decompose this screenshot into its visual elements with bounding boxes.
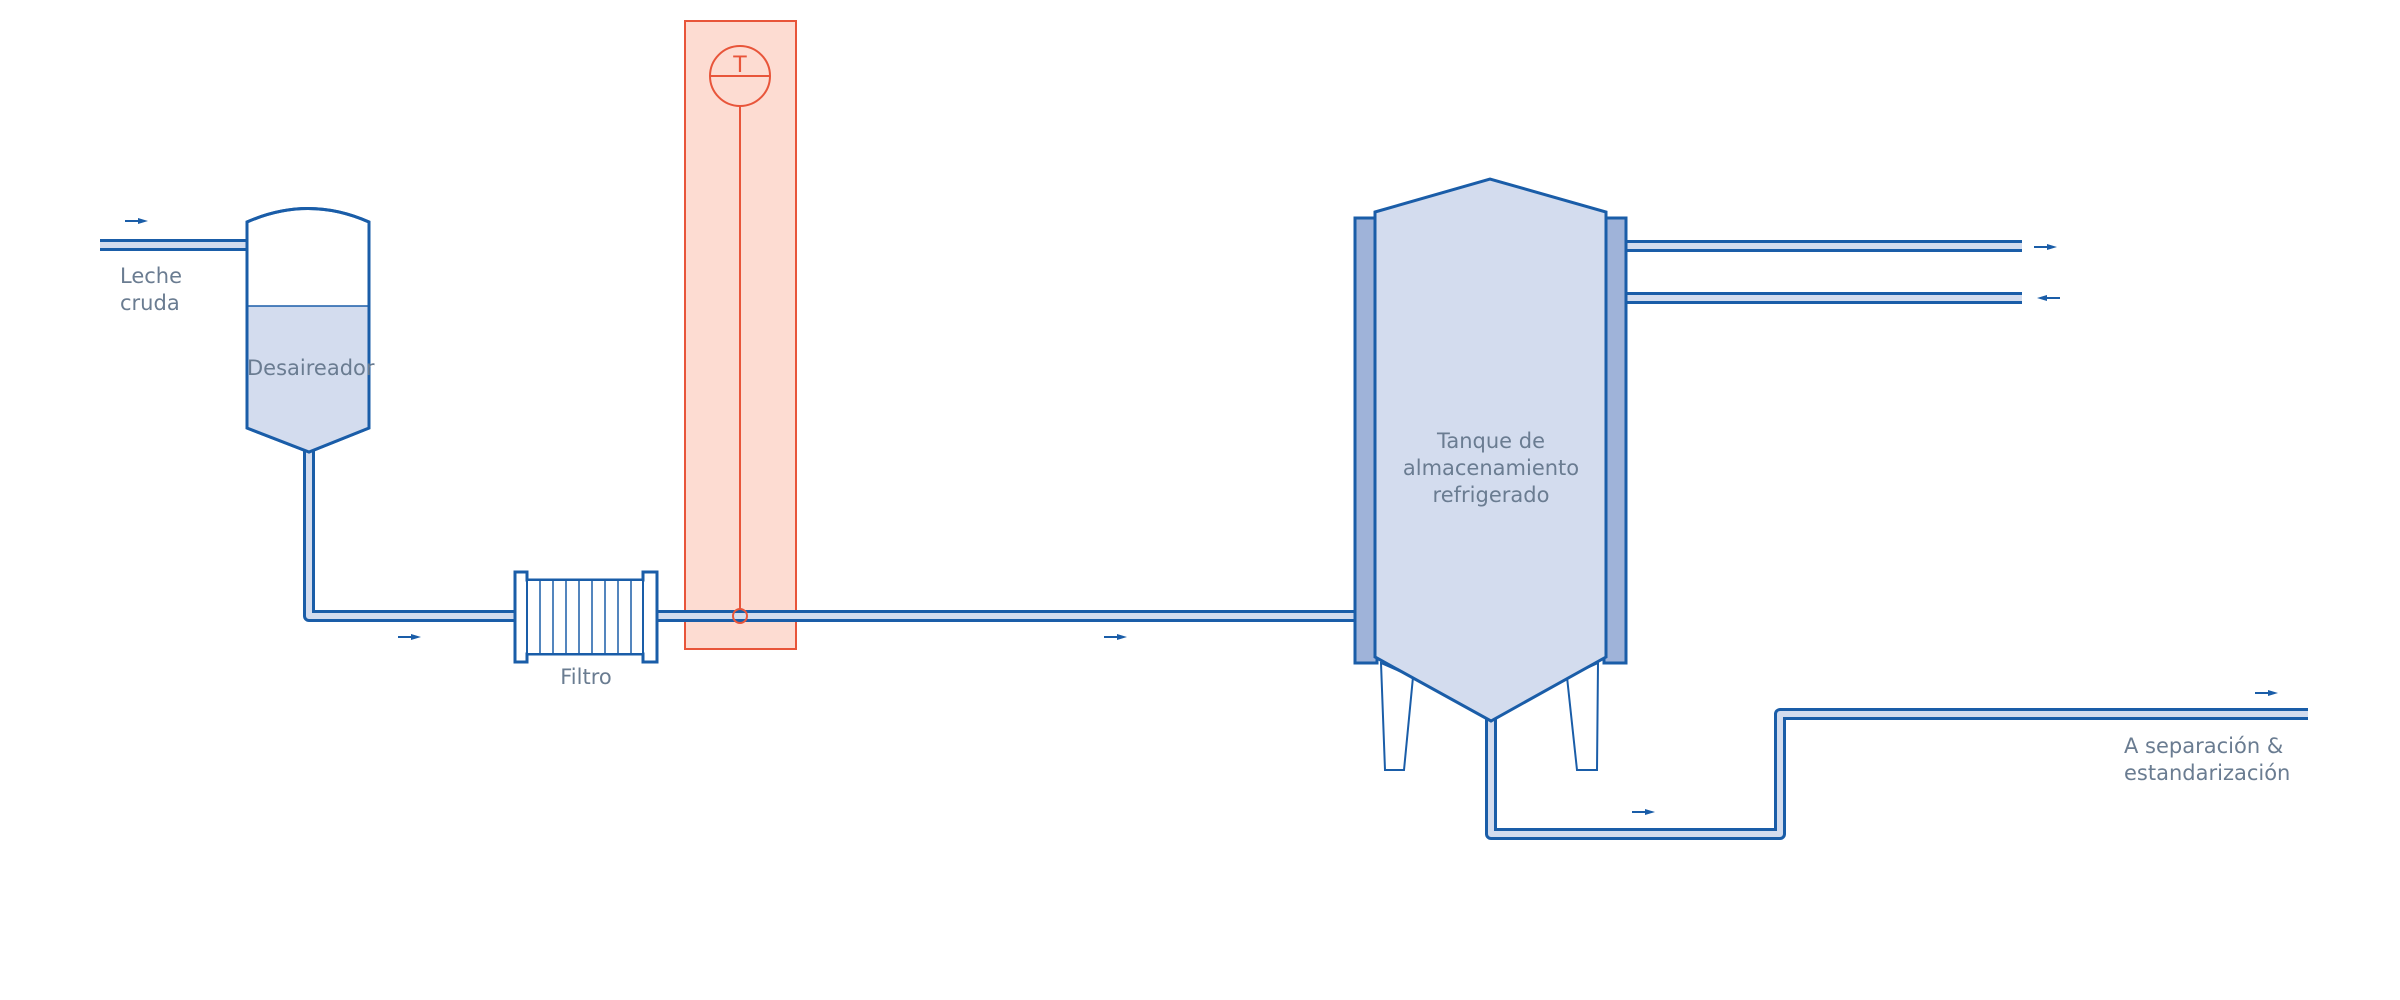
sensor-symbol: T: [732, 53, 747, 78]
pipe-outlet: [1485, 708, 2308, 840]
tank-body: [1373, 177, 1608, 723]
storage-tank: [1353, 177, 1628, 723]
flow-arrow-icon: [1104, 634, 1127, 640]
label-filter: Filtro: [560, 665, 612, 689]
label-outlet: A separación & estandarización: [2124, 734, 2291, 785]
flow-arrows: [125, 218, 2278, 815]
flow-arrow-icon: [2037, 295, 2060, 301]
flow-arrow-icon: [2255, 690, 2278, 696]
flow-arrow-icon: [2034, 244, 2057, 250]
filter-unit: [513, 570, 659, 664]
label-storage-tank: Tanque de almacenamiento refrigerado: [1402, 429, 1580, 507]
temperature-sensor-probe: [709, 45, 771, 624]
tank-legs: [1379, 661, 1600, 771]
pipe-main-line: [303, 448, 1356, 622]
pipe-tank-utility: [1626, 240, 2022, 304]
label-deaerator: Desaireador: [247, 356, 375, 380]
deaerator-vessel: [245, 207, 371, 454]
flow-arrow-icon: [398, 634, 421, 640]
sensor-tip: [732, 608, 748, 624]
label-raw-milk: Leche cruda: [120, 264, 183, 315]
flow-arrow-icon: [125, 218, 148, 224]
flow-arrow-icon: [1632, 809, 1655, 815]
